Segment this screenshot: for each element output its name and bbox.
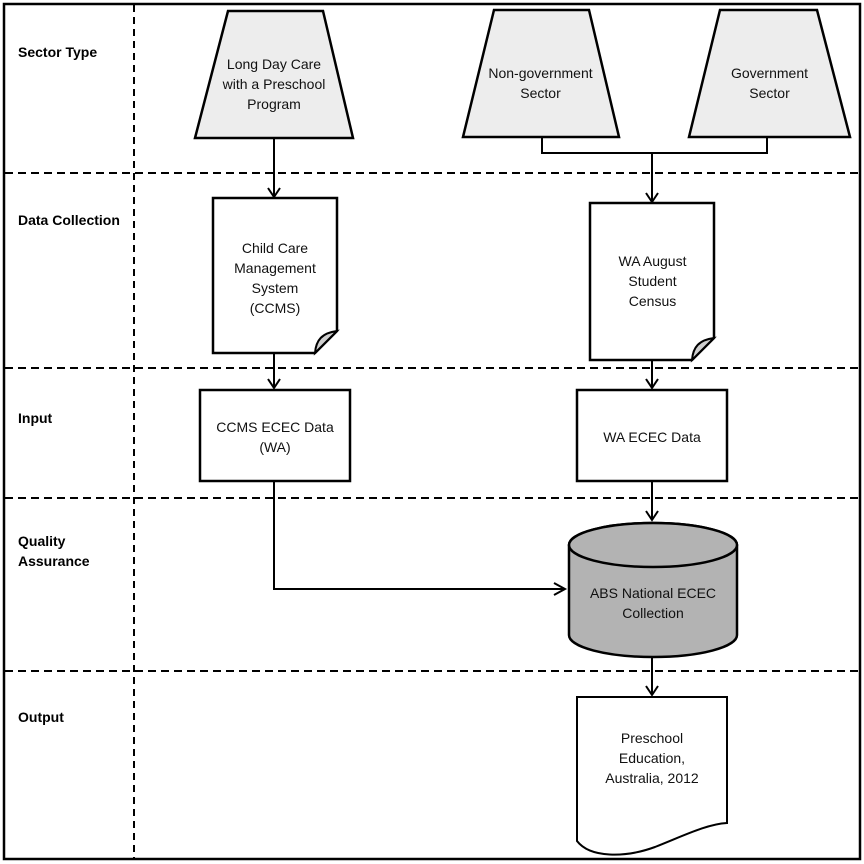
- node-label-output-publication: Preschool Education, Australia, 2012: [605, 730, 699, 786]
- node-label-ccms-ecec: CCMS ECEC Data (WA): [216, 419, 334, 455]
- arrowhead-waecec-to-abs: [645, 510, 659, 522]
- trapezoid-long-day-care: [193, 9, 355, 140]
- lane-label-data-collection: Data Collection: [18, 212, 120, 228]
- arrowhead-census-to-input: [645, 378, 659, 390]
- cylinder-abs-collection-top: [567, 521, 739, 569]
- lane-label-output: Output: [18, 709, 64, 725]
- node-label-abs-collection: ABS National ECEC Collection: [589, 585, 717, 621]
- trapezoid-government: [687, 8, 852, 139]
- lane-label-quality-assurance: Quality Assurance: [18, 533, 90, 569]
- rect-ccms-ecec-data: [198, 388, 352, 483]
- node-label-wa-census: WA August Student Census: [618, 253, 687, 309]
- document-ccms-fold: [313, 329, 340, 356]
- arrowhead-ccmsecec-to-abs: [553, 582, 568, 596]
- document-output: [576, 696, 728, 856]
- arrow-ccmsecec-to-abs: [273, 481, 563, 590]
- arrowhead-abs-to-output: [645, 685, 659, 697]
- lane-label-input: Input: [18, 410, 53, 426]
- lane-label-sector-type: Sector Type: [18, 44, 98, 60]
- node-label-ccms: Child Care Management System (CCMS): [234, 240, 316, 316]
- node-label-government: Government Sector: [730, 65, 809, 101]
- rect-wa-ecec-data: [575, 388, 729, 483]
- trapezoid-non-government: [461, 8, 621, 139]
- node-label-non-government: Non-government Sector: [488, 65, 593, 101]
- document-wa-census-fold: [690, 336, 717, 363]
- node-label-wa-ecec: WA ECEC Data: [603, 429, 701, 445]
- node-label-long-day-care: Long Day Care with a Preschool Program: [222, 56, 326, 112]
- arrowhead-ccms-to-input: [267, 378, 281, 390]
- connector-sector-join: [541, 136, 768, 154]
